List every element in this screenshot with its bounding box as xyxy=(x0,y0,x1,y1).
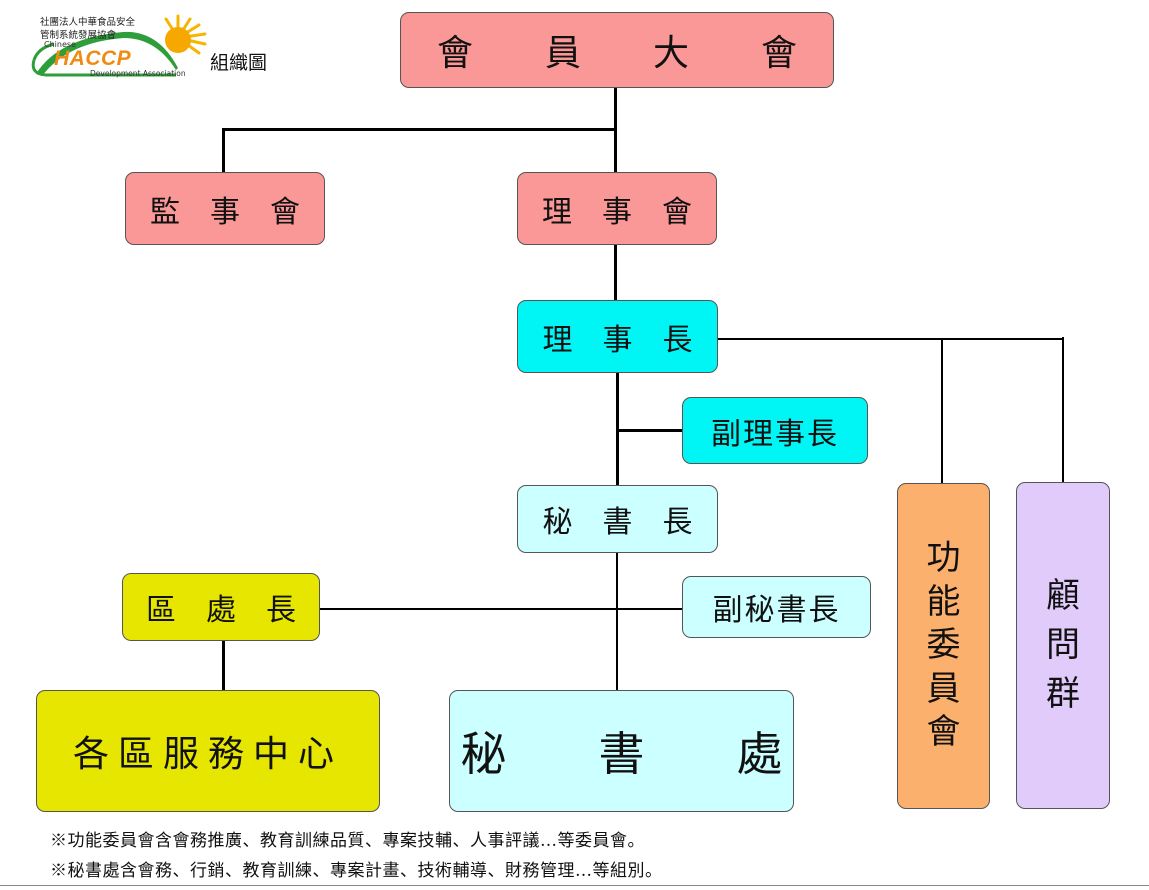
connector-chairman-secretary xyxy=(616,372,619,485)
connector-to-supervisors xyxy=(222,128,225,173)
connector-to-vice-chairman xyxy=(616,429,684,432)
footnote-committees: ※功能委員會含會務推廣、教育訓練品質、專案技輔、人事評議…等委員會。 xyxy=(50,831,645,851)
secretary-general-box: 秘 書 長 xyxy=(517,485,718,553)
board-box: 理 事 會 xyxy=(517,172,717,245)
secretariat-box: 秘 書 處 xyxy=(449,690,794,812)
chart-label: 組織圖 xyxy=(210,52,268,74)
advisors-box: 顧 問 群 xyxy=(1016,482,1110,809)
logo: 社團法人中華食品安全 管制系統發展協會 Chinese HACCP Develo… xyxy=(28,8,288,88)
connector-district-deputy xyxy=(319,608,683,610)
sun-logo-icon xyxy=(31,14,207,77)
committees-box: 功 能 委 員 會 xyxy=(897,483,990,809)
connector-to-advisors xyxy=(1062,337,1064,484)
logo-development-text: Development Association xyxy=(90,69,186,78)
connector-to-committees xyxy=(941,339,943,484)
logo-chinese-text: Chinese xyxy=(44,40,76,49)
chairman-box: 理 事 長 xyxy=(517,300,718,373)
general-assembly-box: 會 員 大 會 xyxy=(400,12,834,88)
connector-assembly-horizontal xyxy=(222,128,617,131)
deputy-secretary-general-box: 副秘書長 xyxy=(682,576,871,638)
logo-haccp-text: HACCP xyxy=(54,47,132,70)
footnote-secretariat: ※秘書處含會務、行銷、教育訓練、專案計畫、技術輔導、財務管理…等組別。 xyxy=(50,861,663,881)
connector-secretary-secretariat xyxy=(616,552,618,691)
connector-board-chairman xyxy=(614,244,617,301)
supervisors-box: 監 事 會 xyxy=(125,172,325,245)
vice-chairman-box: 副理事長 xyxy=(682,397,868,464)
logo-org-line2: 管制系統發展協會 xyxy=(40,30,117,41)
bottom-divider xyxy=(0,885,1149,886)
connector-district-centers xyxy=(222,640,225,691)
logo-org-line1: 社團法人中華食品安全 xyxy=(40,17,136,28)
district-director-box: 區 處 長 xyxy=(122,573,320,641)
connector-chairman-right xyxy=(717,338,1064,340)
district-centers-box: 各區服務中心 xyxy=(36,690,380,812)
